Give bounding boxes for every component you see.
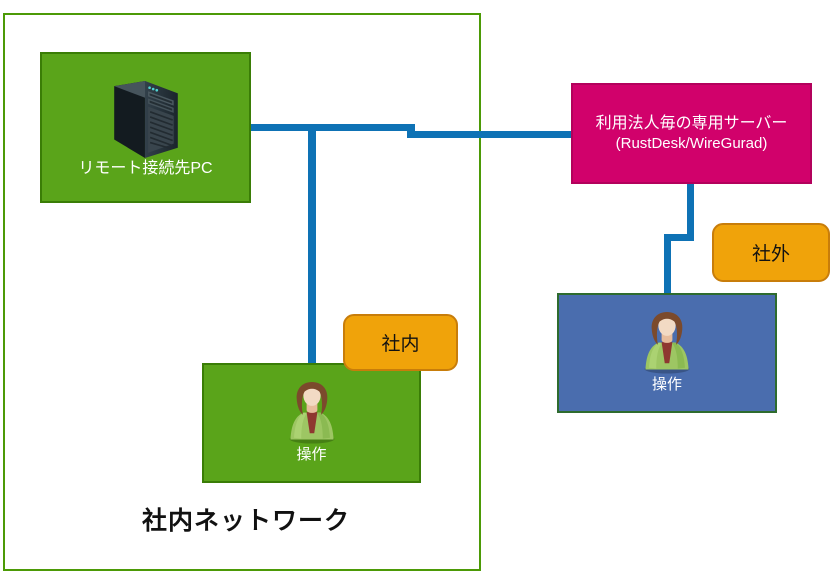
node-operator-external: 操作 [557,293,777,413]
remote-pc-label: リモート接続先PC [78,160,213,178]
person-icon [285,382,339,444]
operator-external-label: 操作 [651,376,682,393]
internal-network-boundary [3,13,481,571]
connector-to-operator-external [664,234,671,294]
connector-to-server [407,131,572,138]
operator-internal-label: 操作 [296,446,327,463]
badge-internal: 社内 [343,314,458,371]
server-tower-icon [112,80,179,160]
node-operator-internal: 操作 [202,363,421,483]
dedicated-server-label-line1: 利用法人毎の専用サーバー [595,114,788,132]
badge-external: 社外 [712,223,830,282]
connector-server-down [687,182,694,241]
network-label: 社内ネットワーク [142,507,351,535]
node-remote-pc: リモート接続先PC [40,52,251,203]
connector-pc-horizontal [250,124,415,131]
connector-jog [664,234,694,241]
dedicated-server-label-line2: (RustDesk/WireGurad) [615,135,768,153]
connector-to-operator-internal [308,124,316,364]
node-dedicated-server: 利用法人毎の専用サーバー (RustDesk/WireGurad) [571,83,812,184]
person-icon [640,312,694,374]
